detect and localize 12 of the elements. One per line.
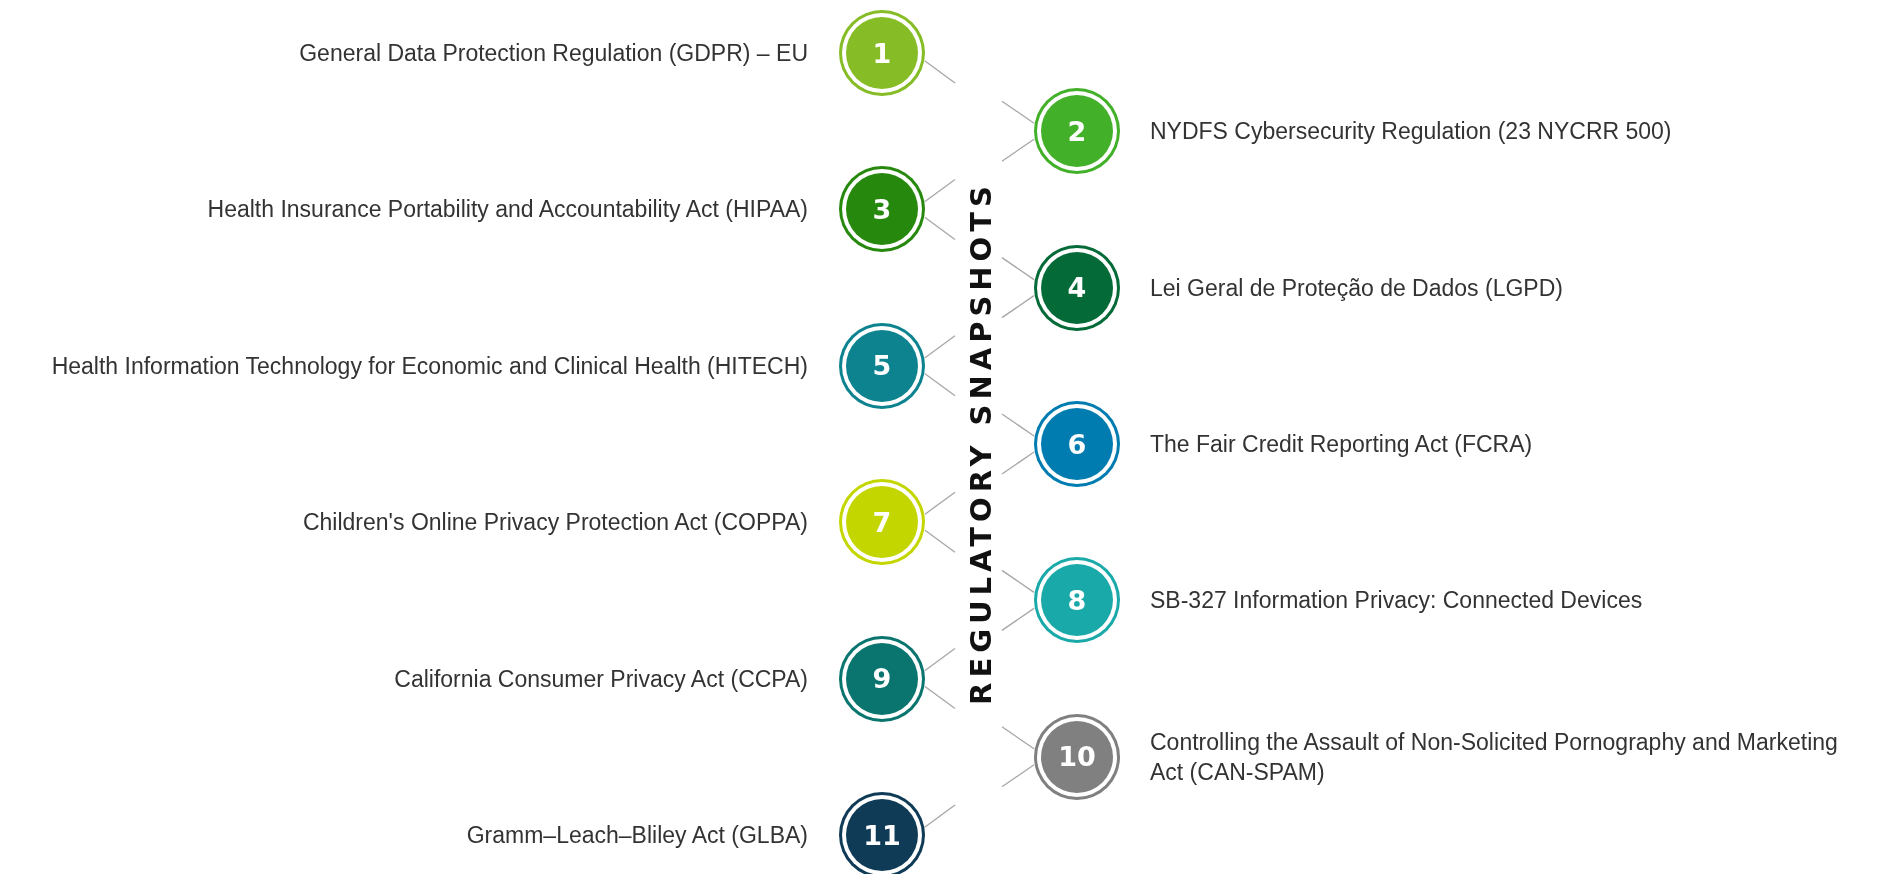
- regulation-name: SB-327 Information Privacy: Connected Devices: [1150, 586, 1643, 616]
- regulation-name: Children's Online Privacy Protection Act (COPPA): [302, 508, 808, 538]
- regulation-name: The Fair Credit Reporting Act (FCRA): [1150, 430, 1533, 459]
- vertical-title: REGULATORY SNAPSHOTS: [964, 181, 998, 705]
- regulation-name: Health Insurance Portability and Accountability Act (HIPAA): [207, 195, 808, 225]
- regulation-name: California Consumer Privacy Act (CCPA): [394, 664, 808, 694]
- regulation-name: NYDFS Cybersecurity Regulation (23 NYCRR 500): [1150, 117, 1672, 147]
- regulation-name: Gramm–Leach–Bliley Act (GLBA): [466, 821, 808, 850]
- regulation-name: Controlling the Assault of Non-Solicited Pornography and Marketing Act (CAN-SPAM): [1150, 727, 1839, 787]
- regulation-name: Lei Geral de Proteção de Dados (LGPD): [1150, 273, 1563, 303]
- regulation-name: Health Information Technology for Economic and Clinical Health (HITECH): [51, 351, 808, 381]
- regulation-name: General Data Protection Regulation (GDPR) – EU: [299, 39, 808, 68]
